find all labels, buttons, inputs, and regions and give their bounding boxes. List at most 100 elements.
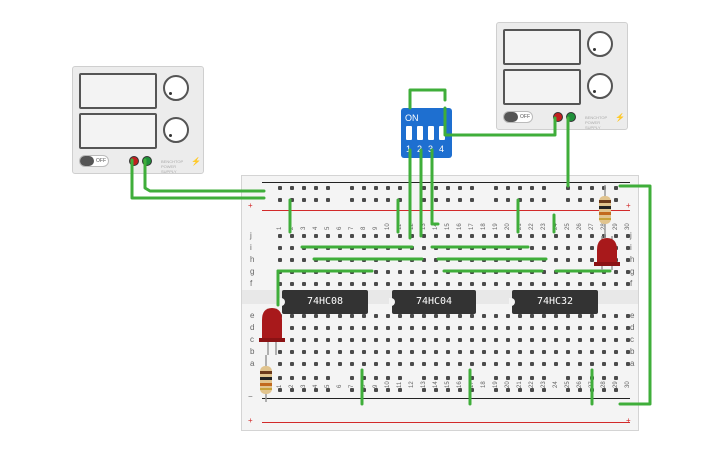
psu-left-power-switch[interactable]: OFF — [79, 155, 109, 167]
breadboard-hole[interactable] — [494, 362, 498, 366]
breadboard-hole[interactable] — [386, 234, 390, 238]
breadboard-hole[interactable] — [278, 350, 282, 354]
breadboard-hole[interactable] — [278, 198, 282, 202]
breadboard-hole[interactable] — [458, 326, 462, 330]
breadboard-hole[interactable] — [434, 338, 438, 342]
breadboard-hole[interactable] — [614, 186, 618, 190]
breadboard-hole[interactable] — [398, 270, 402, 274]
breadboard-hole[interactable] — [590, 338, 594, 342]
breadboard-hole[interactable] — [494, 314, 498, 318]
breadboard-hole[interactable] — [506, 338, 510, 342]
breadboard-hole[interactable] — [422, 258, 426, 262]
breadboard-hole[interactable] — [398, 314, 402, 318]
breadboard-hole[interactable] — [554, 246, 558, 250]
breadboard-hole[interactable] — [518, 234, 522, 238]
breadboard-hole[interactable] — [614, 350, 618, 354]
breadboard-hole[interactable] — [518, 198, 522, 202]
breadboard-hole[interactable] — [326, 270, 330, 274]
breadboard-hole[interactable] — [542, 258, 546, 262]
breadboard-hole[interactable] — [422, 234, 426, 238]
breadboard-hole[interactable] — [278, 258, 282, 262]
breadboard-hole[interactable] — [530, 282, 534, 286]
breadboard-hole[interactable] — [470, 258, 474, 262]
breadboard-hole[interactable] — [542, 326, 546, 330]
breadboard-hole[interactable] — [326, 246, 330, 250]
breadboard-hole[interactable] — [350, 338, 354, 342]
breadboard-hole[interactable] — [602, 246, 606, 250]
breadboard-hole[interactable] — [578, 198, 582, 202]
breadboard-hole[interactable] — [542, 270, 546, 274]
breadboard-hole[interactable] — [278, 186, 282, 190]
breadboard-hole[interactable] — [458, 186, 462, 190]
breadboard-hole[interactable] — [518, 338, 522, 342]
breadboard-hole[interactable] — [374, 234, 378, 238]
breadboard-hole[interactable] — [362, 326, 366, 330]
breadboard-hole[interactable] — [290, 338, 294, 342]
breadboard-hole[interactable] — [446, 314, 450, 318]
psu-left-negative-terminal[interactable] — [142, 156, 152, 166]
breadboard-hole[interactable] — [302, 338, 306, 342]
breadboard-hole[interactable] — [590, 258, 594, 262]
breadboard-hole[interactable] — [350, 350, 354, 354]
breadboard-hole[interactable] — [530, 314, 534, 318]
breadboard-hole[interactable] — [398, 338, 402, 342]
breadboard-hole[interactable] — [494, 186, 498, 190]
breadboard-hole[interactable] — [338, 234, 342, 238]
breadboard-hole[interactable] — [482, 326, 486, 330]
breadboard-hole[interactable] — [350, 270, 354, 274]
breadboard-hole[interactable] — [590, 246, 594, 250]
breadboard-hole[interactable] — [314, 350, 318, 354]
breadboard-hole[interactable] — [422, 198, 426, 202]
breadboard-hole[interactable] — [506, 314, 510, 318]
breadboard-hole[interactable] — [374, 338, 378, 342]
breadboard-hole[interactable] — [554, 314, 558, 318]
breadboard-hole[interactable] — [494, 234, 498, 238]
breadboard-hole[interactable] — [506, 362, 510, 366]
breadboard-hole[interactable] — [566, 282, 570, 286]
breadboard-hole[interactable] — [422, 282, 426, 286]
psu-right-current-knob[interactable] — [587, 31, 613, 57]
breadboard-hole[interactable] — [518, 388, 522, 392]
breadboard-hole[interactable] — [446, 362, 450, 366]
breadboard-hole[interactable] — [542, 362, 546, 366]
breadboard-hole[interactable] — [482, 258, 486, 262]
breadboard-hole[interactable] — [470, 246, 474, 250]
breadboard-hole[interactable] — [290, 388, 294, 392]
breadboard-hole[interactable] — [434, 376, 438, 380]
breadboard-hole[interactable] — [458, 282, 462, 286]
breadboard-hole[interactable] — [434, 326, 438, 330]
breadboard-hole[interactable] — [290, 258, 294, 262]
breadboard-hole[interactable] — [530, 246, 534, 250]
breadboard-hole[interactable] — [350, 362, 354, 366]
breadboard-hole[interactable] — [386, 376, 390, 380]
breadboard-hole[interactable] — [446, 198, 450, 202]
breadboard-hole[interactable] — [350, 246, 354, 250]
breadboard-hole[interactable] — [362, 198, 366, 202]
breadboard-hole[interactable] — [458, 350, 462, 354]
breadboard-hole[interactable] — [494, 338, 498, 342]
breadboard-hole[interactable] — [602, 198, 606, 202]
breadboard-hole[interactable] — [566, 234, 570, 238]
breadboard-hole[interactable] — [506, 186, 510, 190]
breadboard-hole[interactable] — [530, 258, 534, 262]
breadboard-hole[interactable] — [482, 246, 486, 250]
breadboard-hole[interactable] — [422, 376, 426, 380]
breadboard-hole[interactable] — [542, 350, 546, 354]
breadboard-hole[interactable] — [350, 314, 354, 318]
breadboard-hole[interactable] — [434, 258, 438, 262]
breadboard-hole[interactable] — [518, 258, 522, 262]
breadboard-hole[interactable] — [314, 270, 318, 274]
breadboard-hole[interactable] — [434, 246, 438, 250]
breadboard-hole[interactable] — [314, 376, 318, 380]
breadboard-hole[interactable] — [542, 234, 546, 238]
breadboard-hole[interactable] — [410, 326, 414, 330]
breadboard-hole[interactable] — [602, 376, 606, 380]
breadboard-hole[interactable] — [386, 186, 390, 190]
breadboard-hole[interactable] — [314, 186, 318, 190]
breadboard-hole[interactable] — [578, 258, 582, 262]
breadboard-hole[interactable] — [338, 270, 342, 274]
breadboard-hole[interactable] — [542, 186, 546, 190]
breadboard-hole[interactable] — [302, 388, 306, 392]
breadboard-hole[interactable] — [470, 362, 474, 366]
breadboard-hole[interactable] — [314, 246, 318, 250]
